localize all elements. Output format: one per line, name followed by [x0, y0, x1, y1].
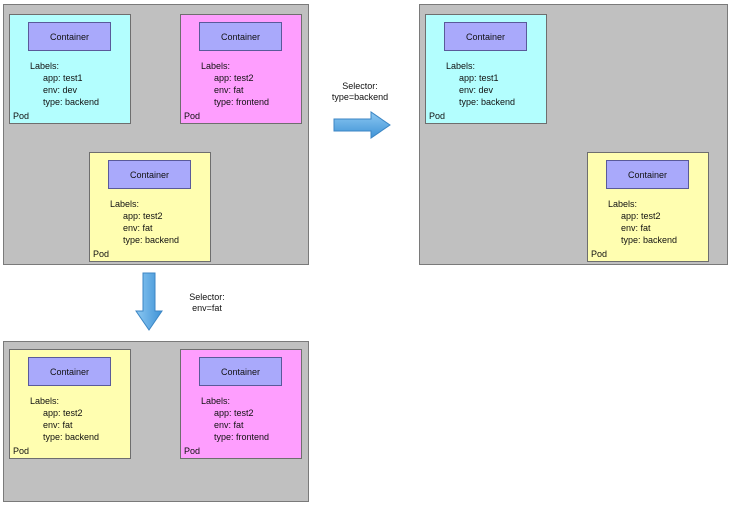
pod-labels: Labels: app: test2 env: fat type: fronte…	[201, 395, 269, 443]
selector-env-fat: Selector: env=fat	[172, 292, 242, 314]
pod-tag: Pod	[591, 249, 608, 259]
container-label: Container	[129, 169, 170, 180]
down-arrow-icon	[135, 272, 163, 331]
label-app: app: test2	[43, 408, 83, 418]
cluster-selected-env-fat: Container Labels: app: test2 env: fat ty…	[3, 341, 309, 502]
container-label: Container	[627, 169, 668, 180]
label-env: env: fat	[123, 223, 153, 233]
labels-heading: Labels:	[201, 396, 231, 406]
labels-heading: Labels:	[608, 199, 638, 209]
label-type: type: frontend	[214, 432, 270, 442]
container-box: Container	[28, 22, 111, 51]
pod-test2-fat-backend: Container Labels: app: test2 env: fat ty…	[9, 349, 131, 459]
label-env: env: fat	[621, 223, 651, 233]
selector-type-backend: Selector: type=backend	[320, 81, 400, 103]
selector-expression: env=fat	[192, 303, 222, 313]
label-app: app: test2	[214, 408, 254, 418]
label-env: env: fat	[214, 420, 244, 430]
pod-test2-fat-backend: Container Labels: app: test2 env: fat ty…	[587, 152, 709, 262]
label-type: type: backend	[43, 97, 100, 107]
pod-labels: Labels: app: test2 env: fat type: backen…	[110, 198, 179, 246]
labels-heading: Labels:	[30, 396, 60, 406]
container-label: Container	[49, 366, 90, 377]
pod-test2-fat-frontend: Container Labels: app: test2 env: fat ty…	[180, 349, 302, 459]
container-label: Container	[49, 31, 90, 42]
container-box: Container	[108, 160, 191, 189]
label-app: app: test2	[621, 211, 661, 221]
labels-heading: Labels:	[30, 61, 60, 71]
container-box: Container	[199, 22, 282, 51]
pod-tag: Pod	[184, 111, 201, 121]
container-label: Container	[220, 366, 261, 377]
label-type: type: backend	[43, 432, 100, 442]
label-app: app: test2	[123, 211, 163, 221]
cluster-selected-backend: Container Labels: app: test1 env: dev ty…	[419, 4, 728, 265]
pod-tag: Pod	[93, 249, 110, 259]
label-env: env: dev	[459, 85, 494, 95]
labels-heading: Labels:	[446, 61, 476, 71]
pod-tag: Pod	[184, 446, 201, 456]
labels-heading: Labels:	[201, 61, 231, 71]
label-app: app: test1	[459, 73, 499, 83]
pod-test2-fat-backend: Container Labels: app: test2 env: fat ty…	[89, 152, 211, 262]
container-box: Container	[444, 22, 527, 51]
label-env: env: fat	[214, 85, 244, 95]
pod-test1-dev-backend: Container Labels: app: test1 env: dev ty…	[9, 14, 131, 124]
selector-heading: Selector:	[189, 292, 225, 302]
pod-tag: Pod	[429, 111, 446, 121]
pod-test1-dev-backend: Container Labels: app: test1 env: dev ty…	[425, 14, 547, 124]
label-app: app: test1	[43, 73, 83, 83]
container-label: Container	[220, 31, 261, 42]
label-type: type: backend	[123, 235, 180, 245]
pod-labels: Labels: app: test1 env: dev type: backen…	[30, 60, 99, 108]
pod-labels: Labels: app: test1 env: dev type: backen…	[446, 60, 515, 108]
pod-test2-fat-frontend: Container Labels: app: test2 env: fat ty…	[180, 14, 302, 124]
pod-labels: Labels: app: test2 env: fat type: fronte…	[201, 60, 269, 108]
selector-heading: Selector:	[342, 81, 378, 91]
pod-labels: Labels: app: test2 env: fat type: backen…	[608, 198, 677, 246]
label-type: type: backend	[459, 97, 516, 107]
container-box: Container	[606, 160, 689, 189]
pod-tag: Pod	[13, 446, 30, 456]
label-env: env: dev	[43, 85, 78, 95]
label-type: type: frontend	[214, 97, 270, 107]
container-label: Container	[465, 31, 506, 42]
label-type: type: backend	[621, 235, 678, 245]
label-app: app: test2	[214, 73, 254, 83]
container-box: Container	[28, 357, 111, 386]
label-env: env: fat	[43, 420, 73, 430]
cluster-all-pods: Container Labels: app: test1 env: dev ty…	[3, 4, 309, 265]
labels-heading: Labels:	[110, 199, 140, 209]
container-box: Container	[199, 357, 282, 386]
right-arrow-icon	[333, 111, 391, 139]
selector-expression: type=backend	[331, 92, 389, 102]
pod-labels: Labels: app: test2 env: fat type: backen…	[30, 395, 99, 443]
pod-tag: Pod	[13, 111, 30, 121]
